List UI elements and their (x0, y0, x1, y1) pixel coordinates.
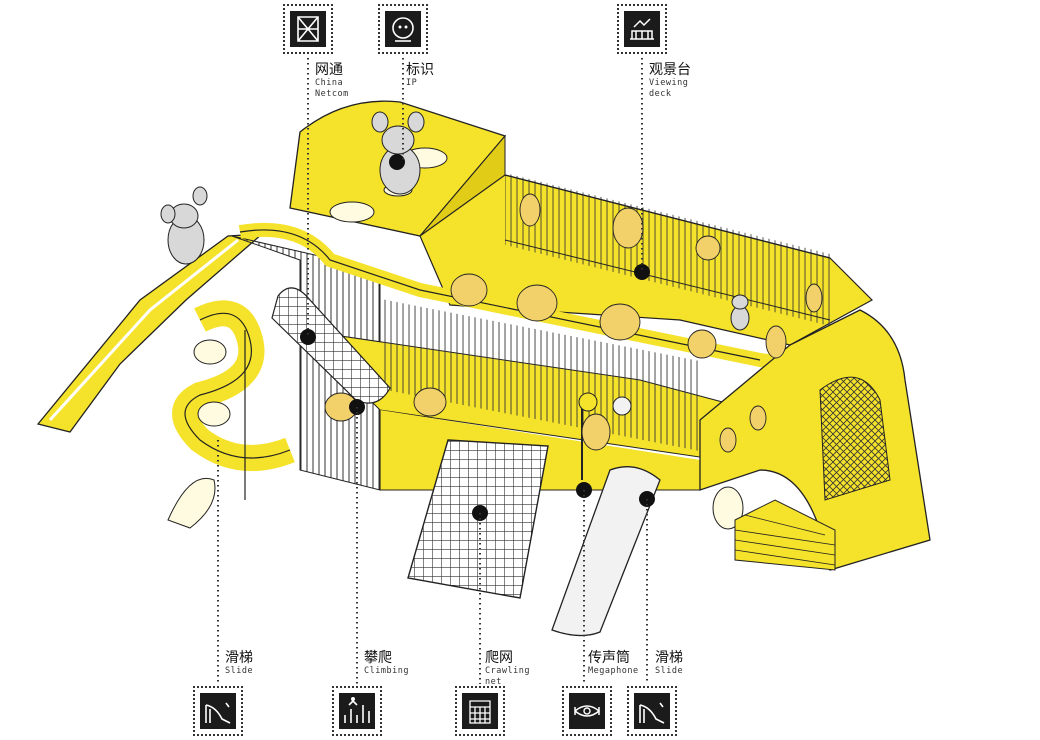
climbing-icon (344, 697, 370, 723)
megaphone-icon (574, 705, 601, 717)
crawling-icon-box (455, 686, 505, 736)
mouse-mascot-left (160, 186, 208, 265)
slide2-label-cn: 滑梯 (655, 650, 683, 666)
slide1-label-en-1: Slide (225, 666, 254, 676)
crawling-label-cn: 爬网 (485, 650, 513, 666)
crawling-label-en-1: Crawling (485, 666, 530, 676)
netcom-icon-box (283, 4, 333, 54)
slide2-icon-box (627, 686, 677, 736)
slide-icon (639, 702, 665, 724)
ip-icon-box (378, 4, 428, 54)
netcom-label-en-2: Netcom (315, 89, 349, 99)
mascot-face-icon (392, 17, 414, 42)
climbing-label-en-1: Climbing (364, 666, 409, 676)
stairs (734, 499, 836, 571)
megaphone-label-cn: 传声筒 (588, 650, 630, 666)
ip-label-cn: 标识 (406, 62, 434, 78)
spiral-slide (167, 300, 295, 529)
cheese-decorations (324, 193, 823, 453)
straight-slide (551, 466, 661, 637)
viewing-label-cn: 观景台 (649, 62, 691, 78)
mouse-mascot-top (371, 111, 425, 195)
slide2-label-en-1: Slide (655, 666, 684, 676)
climbing-icon-box (332, 686, 382, 736)
viewing-deck-icon (630, 18, 654, 40)
megaphone-label-en-1: Megaphone (588, 666, 639, 676)
slide1-icon-box (193, 686, 243, 736)
crawling-net-icon (469, 700, 491, 724)
netcom-label-en-1: China (315, 78, 344, 88)
slide1-label-cn: 滑梯 (225, 650, 253, 666)
viewing-label-en-1: Viewing (649, 78, 689, 88)
netcom-label-cn: 网通 (315, 62, 343, 78)
left-long-slide (36, 233, 264, 433)
mouse-mascot-deck (730, 294, 750, 331)
callout-leaders (217, 58, 648, 684)
slide-icon (205, 702, 231, 724)
crawling-label-en-2: net (485, 677, 502, 687)
megaphone-icon-box (562, 686, 612, 736)
right-tunnel-structure (699, 309, 931, 571)
callout-markers (300, 154, 655, 521)
viewing-icon-box (617, 4, 667, 54)
ip-label-en-1: IP (406, 78, 418, 88)
climbing-label-cn: 攀爬 (364, 650, 392, 666)
frame-grid-icon (297, 16, 319, 42)
viewing-label-en-2: deck (649, 89, 672, 99)
